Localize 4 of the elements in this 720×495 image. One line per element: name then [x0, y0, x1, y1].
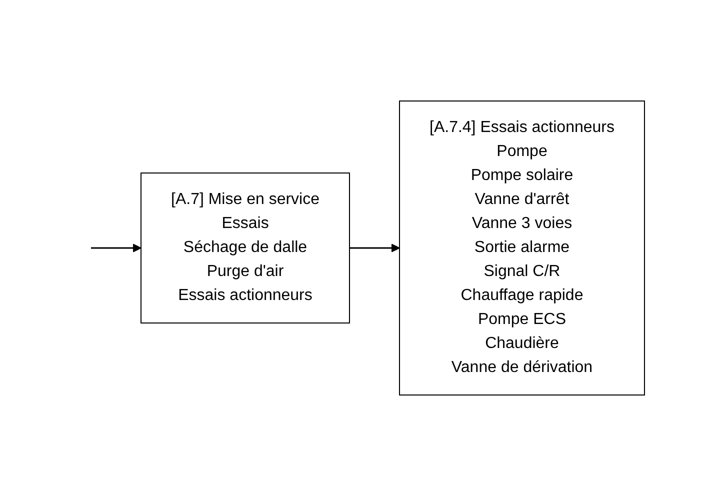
arrow: [349, 243, 400, 252]
arrow: [90, 243, 142, 252]
node-box: [A.7] Mise en service Essais Séchage de dalle Purge d'air Essais actionneurs: [140, 172, 350, 323]
node-box: [A.7.4] Essais actionneurs Pompe Pompe solaire Vanne d'arrêt Vanne 3 voies Sortie alarme Signal C/R Chauffage rapide Pompe ECS Chaudière Vanne de dérivation: [398, 100, 645, 395]
